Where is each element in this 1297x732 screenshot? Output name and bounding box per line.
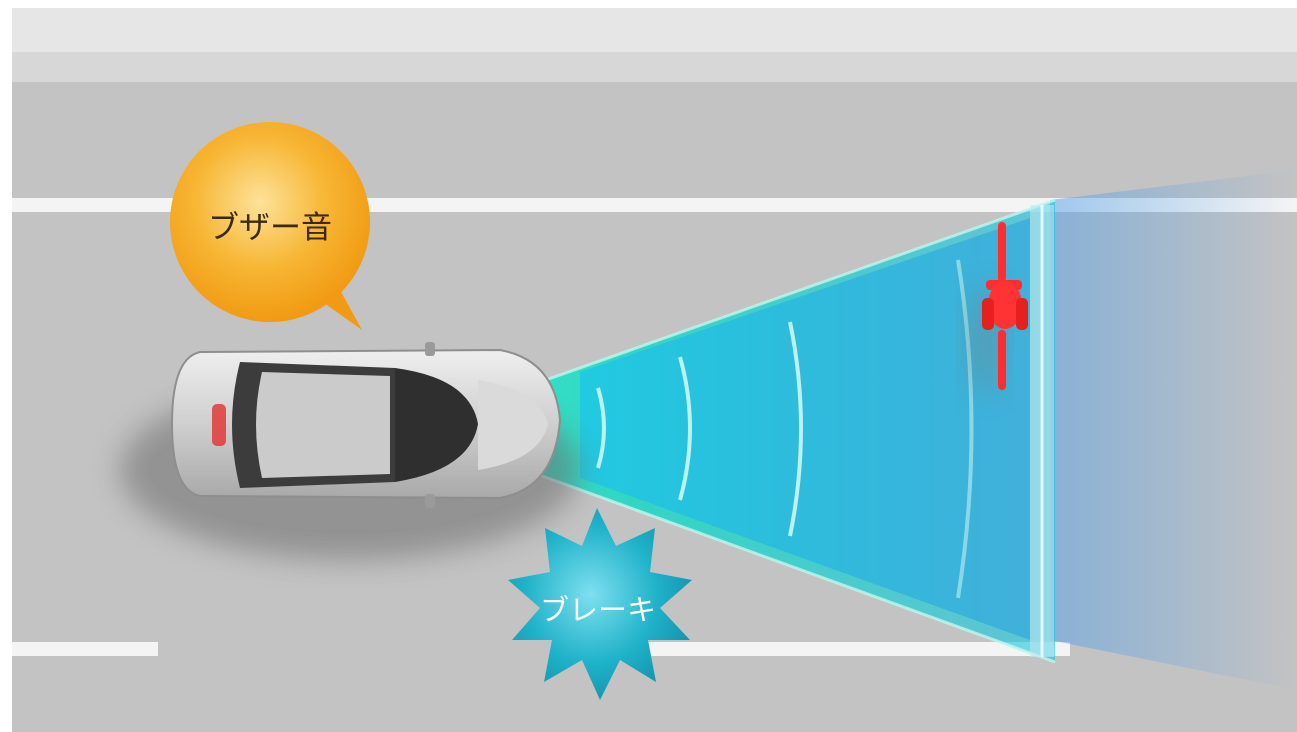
road-left-edge bbox=[0, 0, 12, 732]
buzzer-label: ブザー音 bbox=[190, 202, 350, 247]
curb bbox=[12, 52, 1297, 82]
brake-label: ブレーキ bbox=[513, 587, 683, 629]
car-icon bbox=[172, 342, 560, 508]
lane-line-bottom-left bbox=[12, 642, 158, 656]
detection-fade-zone bbox=[1050, 170, 1297, 690]
